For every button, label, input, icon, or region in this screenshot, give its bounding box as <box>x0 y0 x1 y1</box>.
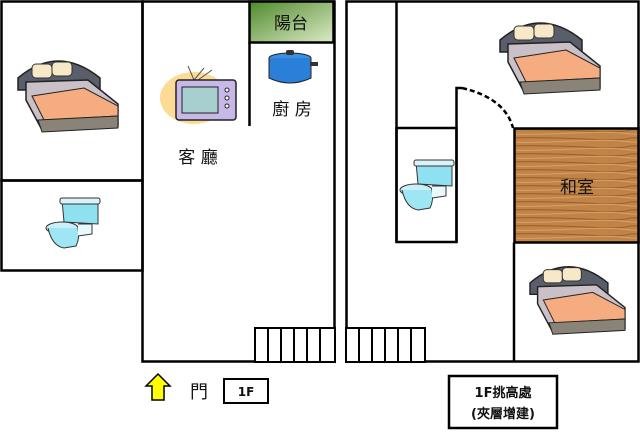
floor-badge <box>223 378 269 404</box>
bed-icon <box>17 60 119 133</box>
stairs-right <box>345 327 426 363</box>
door-label: 門 <box>190 382 208 403</box>
bed-icon <box>529 266 626 335</box>
walls-left <box>0 0 336 363</box>
japanese-room-label: 和室 <box>560 178 594 198</box>
living-room-label: 客 廳 <box>178 148 217 168</box>
balcony-label: 陽台 <box>274 14 308 34</box>
bed-icon <box>499 22 601 95</box>
loft-note <box>447 374 559 430</box>
entrance-arrow-icon <box>144 372 172 401</box>
balcony <box>248 0 335 44</box>
toilet-icon <box>399 159 455 211</box>
kitchen-label: 廚 房 <box>272 99 311 120</box>
floor-label: 1F <box>238 385 255 399</box>
japanese-room <box>513 127 640 244</box>
tv-icon <box>160 65 237 124</box>
toilet-icon <box>45 197 101 249</box>
loft-line2: (夾層增建) <box>471 406 535 422</box>
door-swing <box>461 86 515 129</box>
stairs-left <box>254 327 336 363</box>
loft-line1: 1F挑高處 <box>475 385 533 401</box>
pot-icon <box>268 50 318 84</box>
